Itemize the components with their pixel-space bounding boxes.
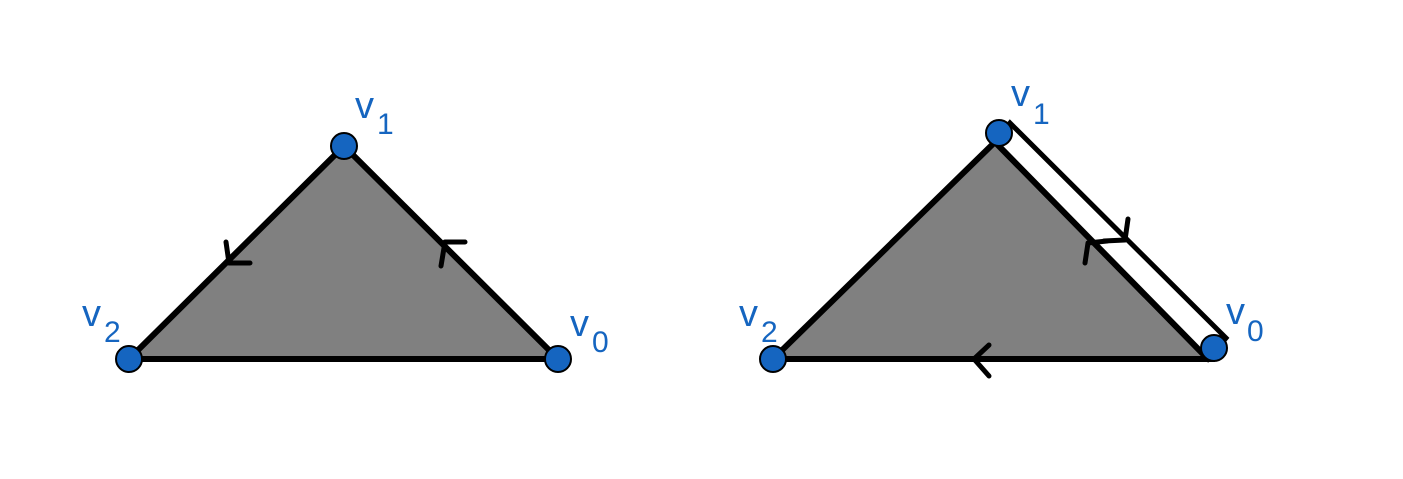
right-label-v0: v0 <box>1226 291 1264 348</box>
right-arrow-v0-v2 <box>971 342 992 379</box>
right-vertex-v1 <box>985 119 1013 147</box>
left-vertex-v1 <box>330 132 358 160</box>
right-inner-edge <box>992 139 1211 362</box>
left-arrow-v0-v1 <box>438 239 468 269</box>
right-arrow-v0-v1 <box>1082 238 1110 266</box>
right-vertex-v2 <box>759 345 787 373</box>
right-triangle-face <box>765 137 1216 362</box>
left-arrow-v1-v2 <box>223 239 253 266</box>
left-triangle-face <box>121 141 566 362</box>
left-vertex-v2 <box>115 345 143 373</box>
left-vertex-v0 <box>544 345 572 373</box>
right-strip-arrow <box>1101 216 1131 244</box>
right-vertex-v0 <box>1200 334 1228 362</box>
